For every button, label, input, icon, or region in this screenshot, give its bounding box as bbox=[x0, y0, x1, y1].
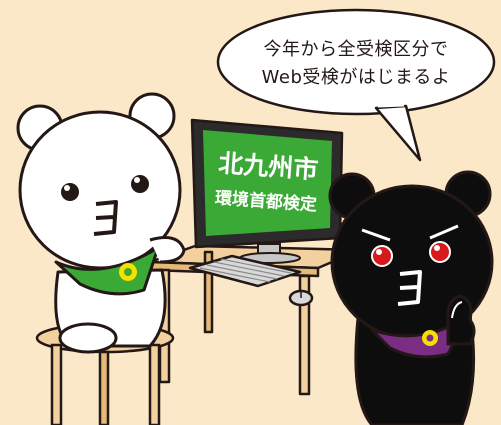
speech-bubble-line-2: Web受検がはじまるよ bbox=[262, 67, 451, 88]
monitor-title-line-1: 北九州市 bbox=[217, 149, 319, 185]
keyboard bbox=[188, 254, 302, 288]
computer-mouse bbox=[288, 289, 314, 307]
white-bear bbox=[16, 92, 186, 354]
black-bear bbox=[328, 170, 494, 425]
monitor-screen bbox=[203, 130, 332, 236]
sunflower-icon bbox=[119, 263, 137, 281]
speech-bubble-line-1: 今年から全受検区分で bbox=[264, 39, 449, 60]
flower-icon bbox=[422, 330, 438, 346]
speech-bubble: 今年から全受検区分で Web受検がはじまるよ bbox=[216, 8, 496, 162]
